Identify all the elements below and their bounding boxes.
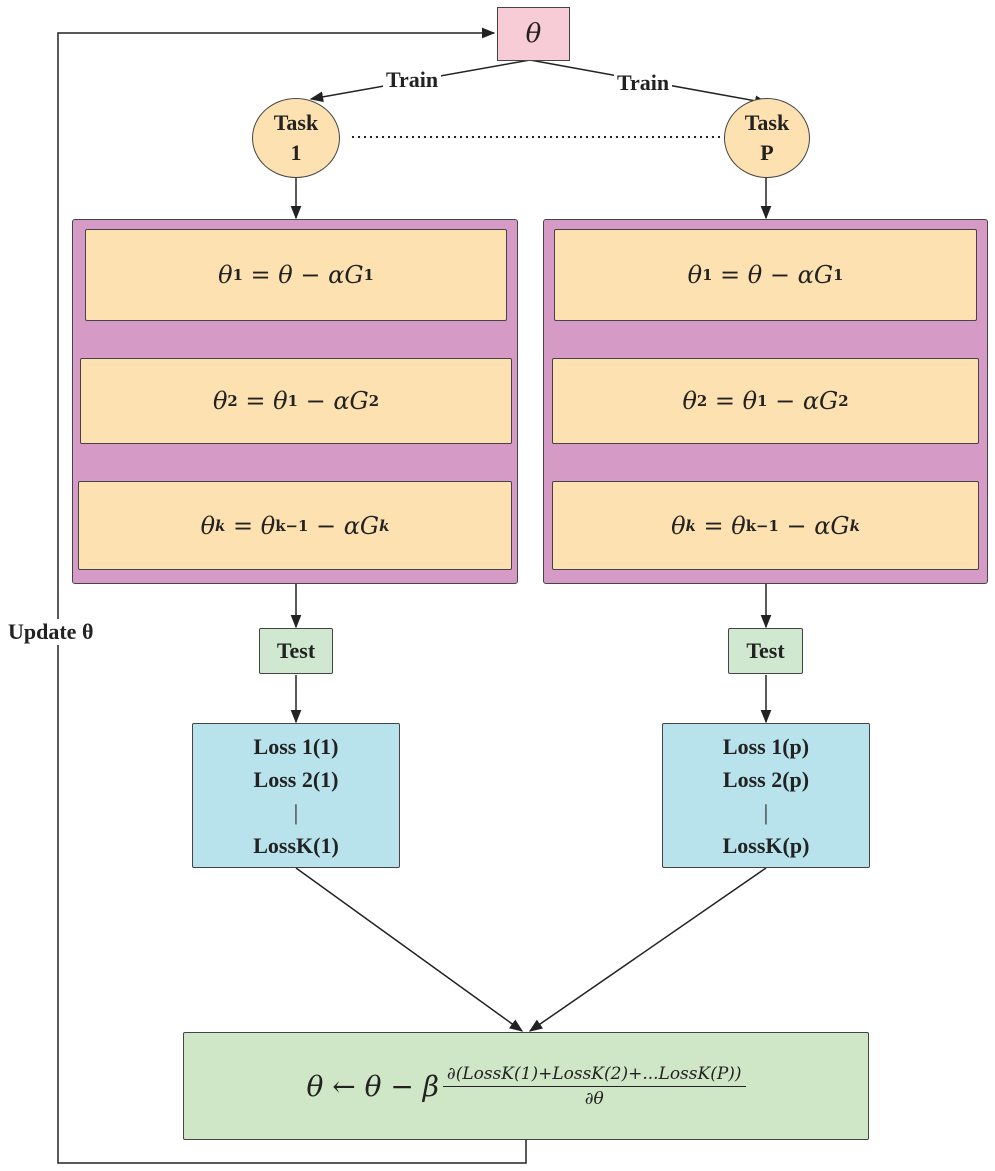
meta-update-box: θ ← θ − β ∂(LossK(1)+LossK(2)+...LossK(P… bbox=[183, 1032, 869, 1140]
train-label-right: Train bbox=[614, 70, 673, 96]
task-p-label-line2: P bbox=[760, 140, 774, 165]
eq-rhs-subscript: 1 bbox=[287, 392, 298, 410]
loss-item: Loss 1(1) bbox=[253, 733, 339, 759]
update-theta-label: Update θ bbox=[5, 619, 97, 645]
eq-grad-subscript: 2 bbox=[368, 392, 380, 410]
loss-item: Loss 2(p) bbox=[722, 766, 810, 792]
test-label: Test bbox=[276, 638, 316, 663]
loss-item: LossK(1) bbox=[253, 832, 339, 858]
eq-lhs-subscript: 1 bbox=[232, 266, 243, 284]
eq-lhs-symbol: θ bbox=[687, 261, 703, 289]
test-label: Test bbox=[746, 638, 785, 663]
eq-lhs-symbol: θ bbox=[671, 511, 686, 540]
eq-rhs-subscript: 1 bbox=[757, 392, 768, 410]
update-lhs-theta: θ bbox=[306, 1069, 324, 1103]
task-node-1: Task 1 bbox=[252, 98, 340, 178]
eq-lhs-subscript: 1 bbox=[702, 266, 713, 284]
loss-box-task1: Loss 1(1) Loss 2(1) | LossK(1) bbox=[192, 723, 400, 868]
eq-rhs-symbol: θ bbox=[731, 511, 746, 540]
loss1-to-update-arrow bbox=[295, 867, 524, 1032]
eq-rhs-symbol: θ bbox=[278, 261, 293, 289]
eq-lhs-subscript: k bbox=[685, 516, 696, 535]
eq-lhs-symbol: θ bbox=[200, 511, 216, 540]
update-beta: β bbox=[422, 1069, 439, 1103]
eq-rhs-symbol: θ bbox=[742, 387, 758, 415]
eq-lhs-symbol: θ bbox=[218, 261, 233, 289]
test-box-taskp: Test bbox=[728, 628, 803, 674]
loss-item: Loss 1(p) bbox=[722, 733, 810, 759]
loss2-to-update-arrow bbox=[528, 867, 767, 1032]
eq-lhs-subscript: 2 bbox=[227, 392, 238, 410]
eq-rhs-subscript: k−1 bbox=[275, 516, 309, 535]
eq-lhs-subscript: 2 bbox=[696, 392, 708, 410]
eq-rhs-subscript: k−1 bbox=[745, 516, 779, 535]
eq-lhs-symbol: θ bbox=[212, 387, 228, 415]
task-1-label-line1: Task bbox=[273, 110, 319, 136]
update-arrow: ← bbox=[332, 1069, 356, 1103]
eq-grad-subscript: k bbox=[849, 516, 860, 535]
theta-node: θ bbox=[497, 7, 570, 61]
theta-node-label: θ bbox=[525, 19, 542, 49]
loss-item: Loss 2(1) bbox=[253, 766, 339, 792]
eq-lhs-symbol: θ bbox=[682, 387, 697, 415]
update-fraction: ∂(LossK(1)+LossK(2)+...LossK(P)) ∂θ bbox=[442, 1064, 746, 1109]
update-numerator: ∂(LossK(1)+LossK(2)+...LossK(P)) bbox=[442, 1064, 746, 1087]
task-node-p: Task P bbox=[724, 98, 810, 178]
test-box-task1: Test bbox=[259, 628, 333, 674]
eq-grad-subscript: 1 bbox=[833, 266, 844, 284]
task-p-label-line1: Task bbox=[744, 110, 790, 136]
loss-ellipsis: | bbox=[293, 799, 299, 825]
eq-rhs-symbol: θ bbox=[273, 387, 288, 415]
update-rhs-theta: θ bbox=[364, 1069, 382, 1103]
eq-lhs-subscript: k bbox=[215, 516, 226, 535]
eq-rhs-symbol: θ bbox=[260, 511, 276, 540]
eq-grad-subscript: 2 bbox=[838, 392, 849, 410]
eq-rhs-symbol: θ bbox=[747, 261, 763, 289]
update-loop-connector bbox=[57, 27, 527, 1164]
update-denominator: ∂θ bbox=[584, 1088, 604, 1109]
update-minus: − bbox=[390, 1069, 414, 1103]
task-1-label-line2: 1 bbox=[290, 140, 302, 165]
train-label-left: Train bbox=[383, 67, 442, 93]
eq-grad-subscript: k bbox=[379, 516, 390, 535]
loss-item: LossK(p) bbox=[722, 832, 810, 858]
eq-grad-subscript: 1 bbox=[363, 266, 374, 284]
loss-box-taskp: Loss 1(p) Loss 2(p) | LossK(p) bbox=[662, 723, 870, 868]
loss-ellipsis: | bbox=[763, 799, 769, 825]
